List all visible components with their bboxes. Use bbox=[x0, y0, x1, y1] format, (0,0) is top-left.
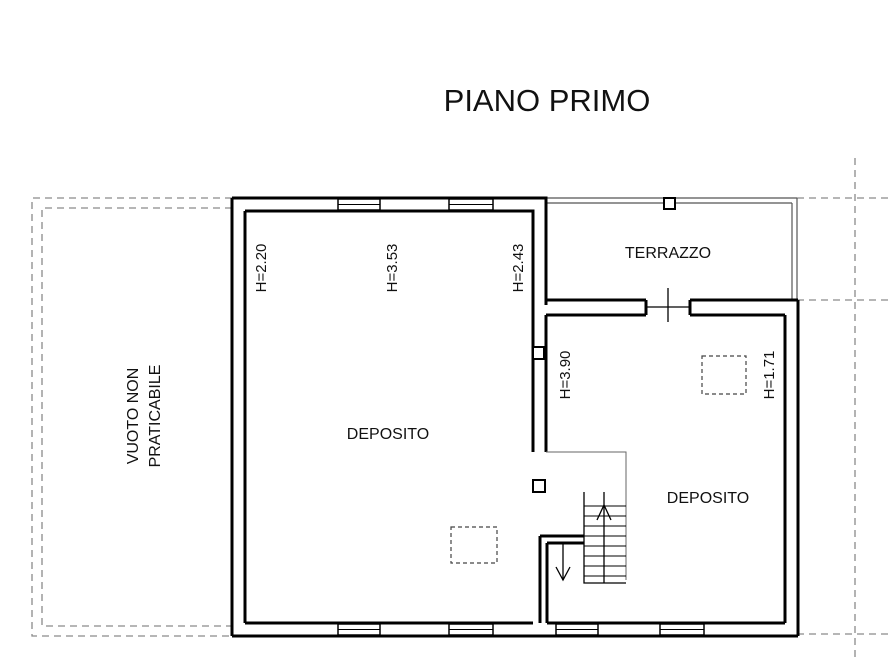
stairs bbox=[555, 492, 626, 584]
height-label-1: H=2.20 bbox=[253, 244, 270, 293]
height-label-2: H=3.53 bbox=[384, 244, 401, 293]
stair-opening bbox=[546, 451, 627, 580]
terrace-post bbox=[663, 197, 676, 210]
label-vuoto-line2: PRATICABILE bbox=[147, 365, 164, 468]
skylights bbox=[450, 355, 747, 564]
small-squares bbox=[532, 197, 676, 493]
void-outline-inner bbox=[41, 207, 232, 627]
stair-up-arrow-icon bbox=[596, 503, 612, 521]
stair-down-arrow-icon bbox=[555, 566, 571, 582]
wall-left-room bbox=[230, 196, 798, 638]
label-terrazzo: TERRAZZO bbox=[625, 245, 711, 262]
label-deposito-right: DEPOSITO bbox=[667, 490, 749, 507]
height-label-5: H=1.71 bbox=[761, 351, 778, 400]
dashed-outlines bbox=[31, 158, 893, 660]
wall-stair bbox=[538, 534, 584, 623]
windows-bottom bbox=[337, 623, 705, 636]
partition-post bbox=[532, 346, 545, 360]
height-label-3: H=2.43 bbox=[510, 244, 527, 293]
plan-title: PIANO PRIMO bbox=[444, 83, 651, 118]
door-terrace bbox=[646, 288, 690, 322]
skylight-left bbox=[450, 526, 498, 564]
label-vuoto-line1: VUOTO NON bbox=[125, 368, 142, 465]
wall-partition bbox=[531, 300, 548, 452]
height-label-4: H=3.90 bbox=[557, 351, 574, 400]
column-square bbox=[532, 479, 546, 493]
walls bbox=[230, 196, 800, 638]
void-outline-outer bbox=[31, 197, 232, 637]
label-deposito-left: DEPOSITO bbox=[347, 426, 429, 443]
skylight-right bbox=[701, 355, 747, 395]
wall-right-top bbox=[546, 298, 798, 317]
